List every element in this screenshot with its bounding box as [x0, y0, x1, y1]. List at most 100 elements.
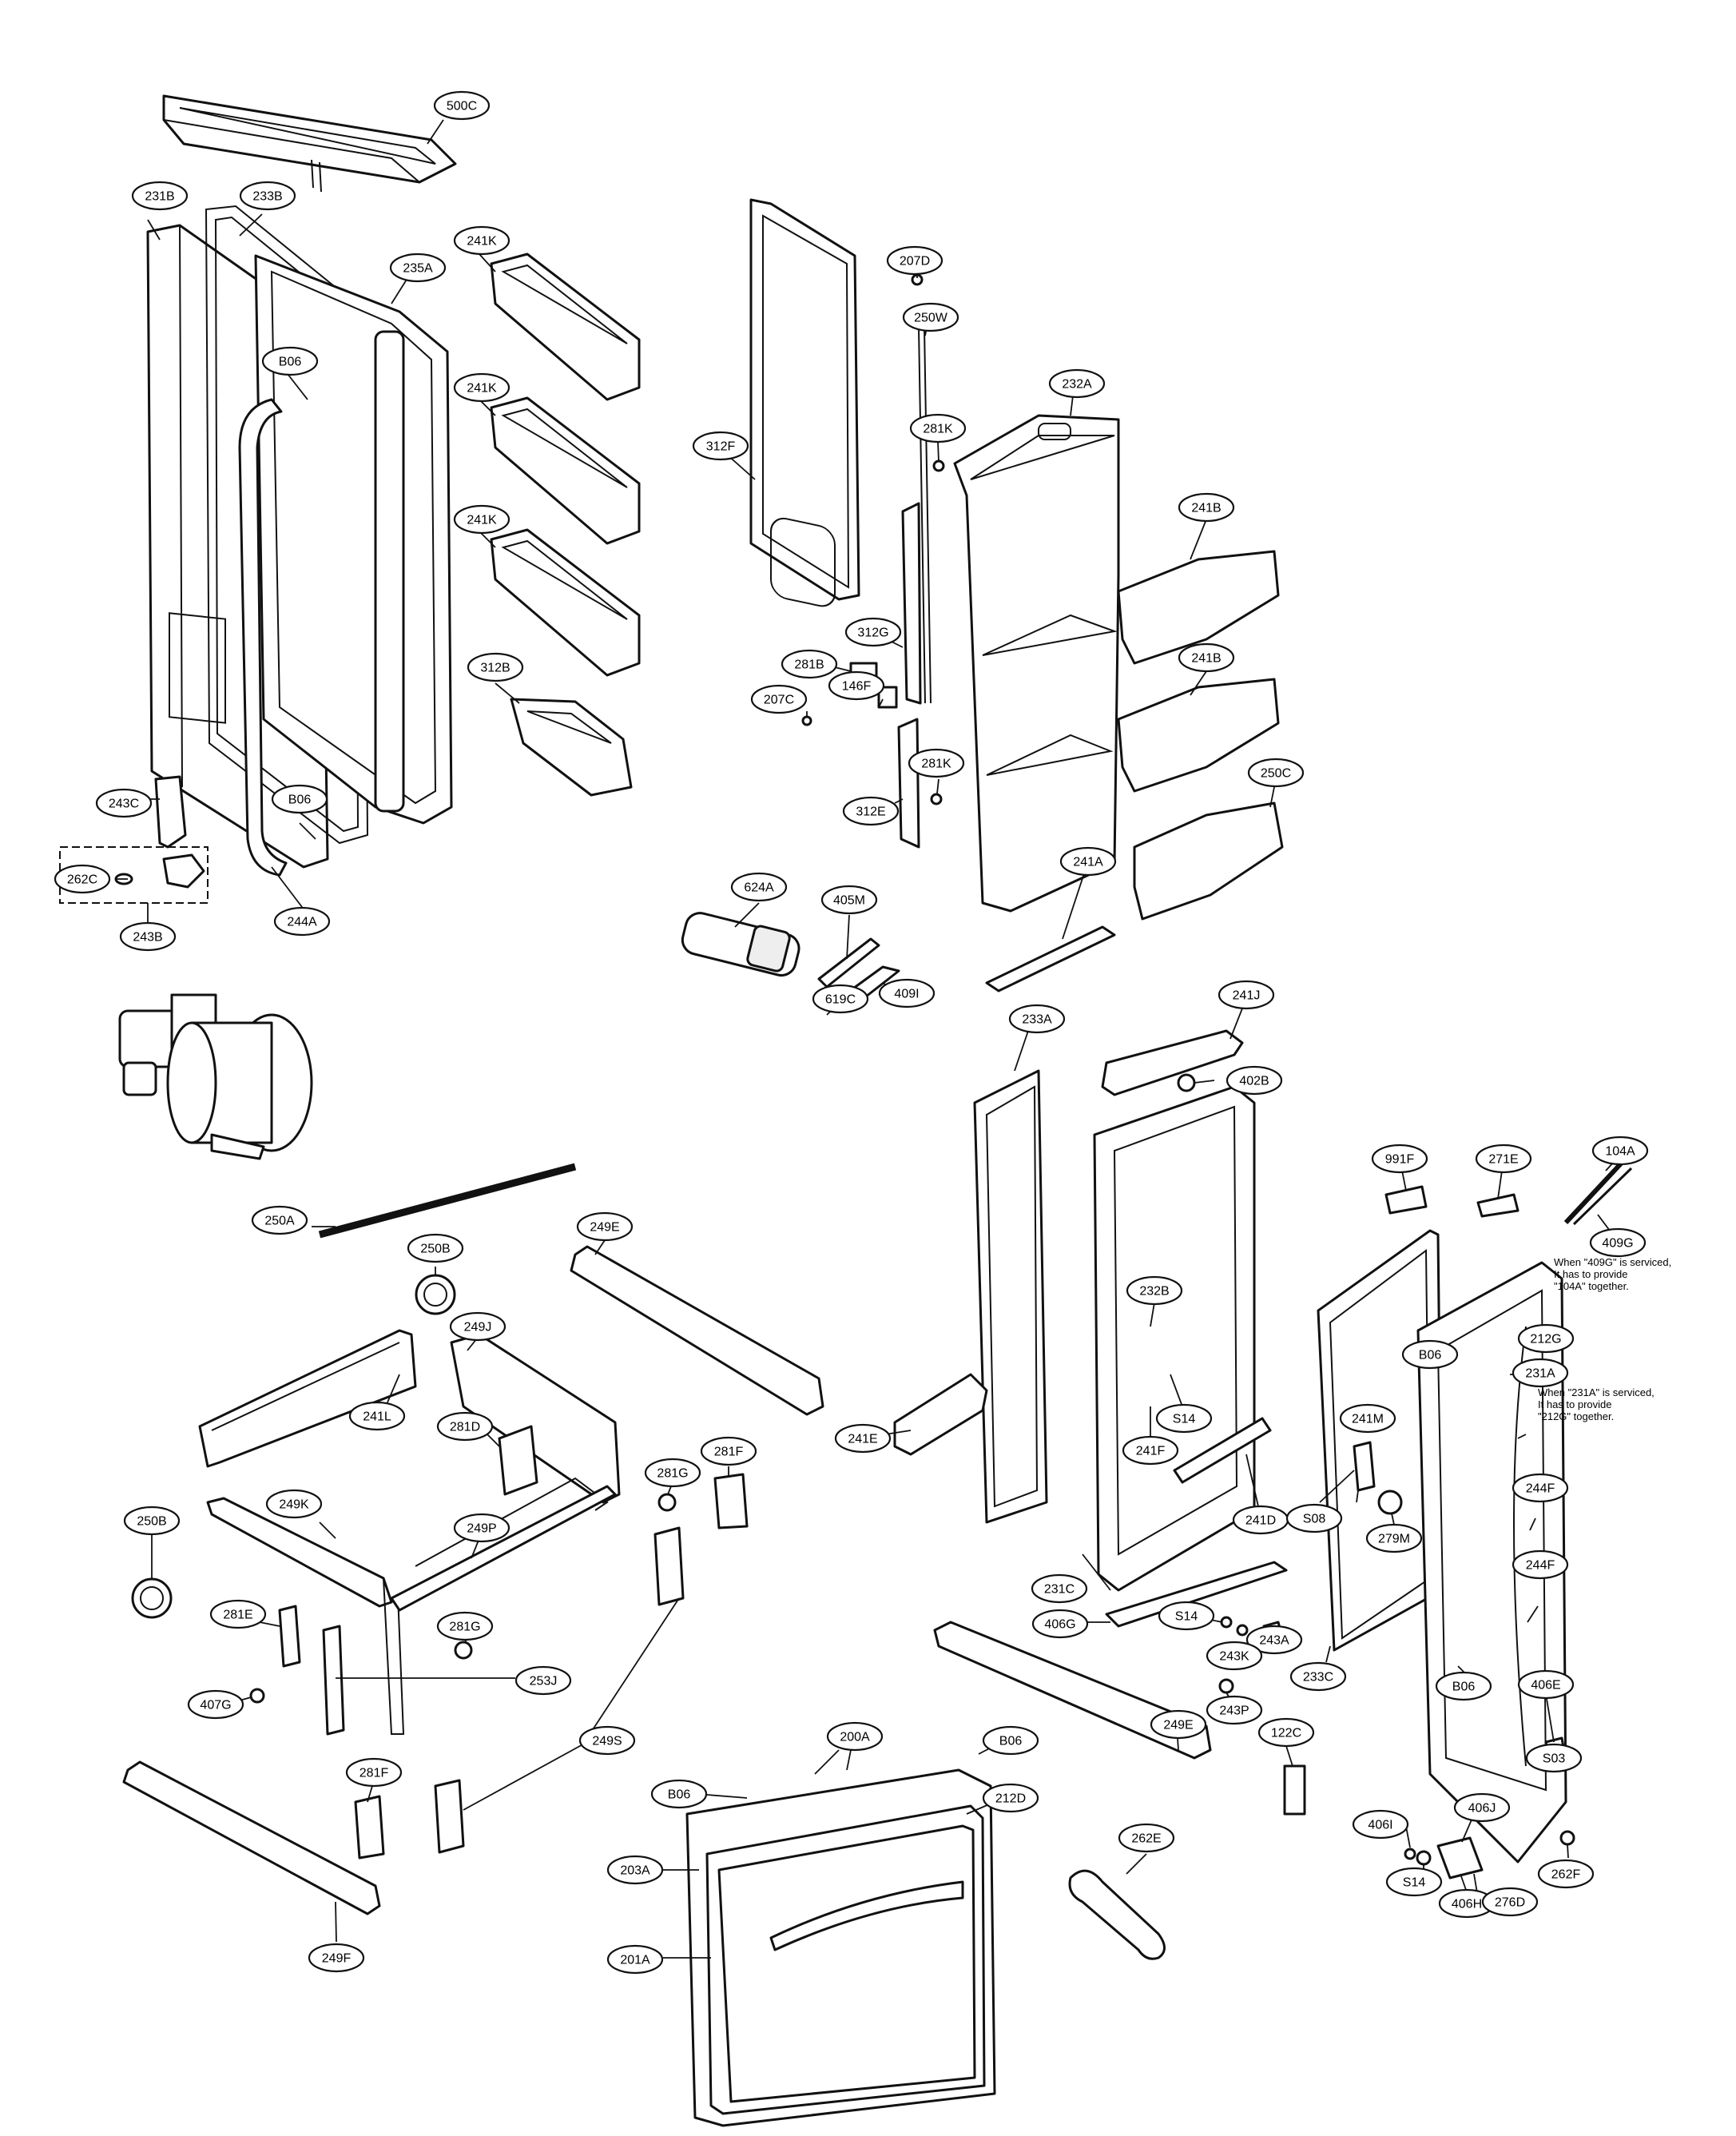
callout-label: 241M	[1352, 1413, 1384, 1426]
part-203A-201A-drawer-front	[705, 1804, 986, 2115]
callout-203a: 203A	[606, 1855, 664, 1885]
note-231A-line-3: "212G" together.	[1538, 1410, 1615, 1422]
callout-label: 409I	[894, 988, 919, 1001]
callout-label: 243A	[1259, 1634, 1289, 1648]
callout-bubble	[1008, 1004, 1066, 1034]
callout-b06c: B06	[1401, 1339, 1459, 1370]
part-253J-rail	[322, 1625, 345, 1736]
callout-label: 122C	[1271, 1727, 1301, 1740]
callout-label: 406H	[1452, 1898, 1482, 1911]
callout-bubble	[1150, 1709, 1207, 1740]
part-232A-door-liner	[953, 414, 1120, 913]
callout-label: 249J	[464, 1321, 492, 1335]
callout-212d: 212D	[982, 1783, 1039, 1813]
callout-label: 232B	[1139, 1285, 1169, 1299]
callout-label: 279M	[1378, 1533, 1410, 1546]
callout-label: S03	[1543, 1752, 1566, 1766]
callout-bubble	[1537, 1859, 1595, 1889]
callout-label: 232A	[1062, 378, 1092, 392]
callout-bubble	[828, 670, 885, 701]
callout-bubble	[1257, 1717, 1315, 1748]
callout-label: 271E	[1488, 1153, 1518, 1167]
callout-bubble	[844, 617, 902, 647]
part-241A-trim	[985, 925, 1116, 992]
callout-label: 249S	[592, 1735, 622, 1748]
callout-991f: 991F	[1371, 1144, 1428, 1174]
callout-bubble	[644, 1458, 701, 1488]
callout-bubble	[1031, 1609, 1089, 1639]
callout-label: 406J	[1468, 1802, 1496, 1816]
part-241M-279M	[1353, 1441, 1403, 1515]
callout-label: 241E	[848, 1433, 877, 1446]
callout-label: 249P	[467, 1522, 496, 1536]
callout-label: 231C	[1044, 1583, 1075, 1597]
callout-bubble	[1178, 642, 1235, 673]
callout-label: B06	[999, 1735, 1023, 1748]
part-991F-271E	[1384, 1185, 1519, 1218]
callout-405m: 405M	[820, 885, 878, 915]
callout-bubble	[1385, 1867, 1443, 1897]
callout-bubble	[1206, 1695, 1263, 1725]
callout-bubble	[908, 748, 965, 778]
callout-243k: 243K	[1206, 1641, 1263, 1671]
callout-406h: 406H	[1438, 1888, 1496, 1919]
callout-label: 241B	[1191, 502, 1221, 515]
callout-label: 207C	[764, 694, 794, 707]
callout-label: 241K	[467, 235, 497, 249]
callout-label: 281B	[794, 658, 824, 672]
callout-label: 233A	[1022, 1013, 1052, 1027]
part-312F-panel	[749, 198, 860, 607]
callout-bubble	[436, 1411, 494, 1442]
callout-619c: 619C	[812, 984, 869, 1014]
part-243C-bracket	[154, 775, 187, 849]
callout-bubble	[467, 652, 524, 682]
callout-231b: 231B	[131, 181, 189, 211]
callout-243b: 243B	[119, 921, 177, 952]
part-231C-door-frame	[1093, 1085, 1256, 1592]
callout-label: 249E	[590, 1221, 619, 1235]
callout-bubble	[348, 1401, 406, 1431]
callout-250a: 250A	[251, 1205, 308, 1235]
callout-bubble	[902, 302, 959, 332]
callout-label: 244A	[287, 916, 317, 929]
part-243B-hinge-group	[59, 846, 209, 904]
part-619C-valve	[118, 993, 313, 1160]
callout-label: 212D	[995, 1792, 1026, 1806]
callout-bubble	[389, 253, 447, 283]
callout-bubble	[1126, 1275, 1183, 1306]
callout-281g: 281G	[644, 1458, 701, 1488]
callout-label: 281K	[921, 758, 951, 771]
callout-241l: 241L	[348, 1401, 406, 1431]
callout-bubble	[1525, 1743, 1583, 1773]
callout-b06e: B06	[982, 1725, 1039, 1756]
callout-label: 250B	[420, 1243, 450, 1256]
callout-label: 243C	[109, 798, 139, 811]
callout-label: 241D	[1245, 1514, 1276, 1528]
callout-244a: 244A	[273, 906, 331, 937]
callout-label: 406G	[1044, 1618, 1075, 1632]
callout-label: 241A	[1073, 856, 1103, 869]
callout-bubble	[187, 1689, 244, 1720]
callout-bubble	[1122, 1435, 1179, 1466]
part-249K-frame	[206, 1497, 405, 1735]
part-241D-bracket	[1173, 1417, 1272, 1484]
callout-243a: 243A	[1245, 1625, 1303, 1655]
note-409G-line-2: It has to provide	[1554, 1268, 1628, 1280]
part-244A-handle	[238, 398, 288, 877]
part-312G-312E-strips	[897, 502, 922, 849]
callout-bubble	[407, 1233, 464, 1263]
callout-label: 249F	[322, 1952, 352, 1966]
callout-bubble	[1218, 980, 1275, 1010]
callout-bubble	[812, 984, 869, 1014]
part-241E-rail	[893, 1373, 988, 1456]
callout-241m: 241M	[1339, 1403, 1396, 1434]
part-249E-rail	[570, 1245, 824, 1416]
callout-label: 241B	[1191, 652, 1221, 666]
callout-label: 249K	[279, 1498, 309, 1512]
callout-bubble	[1371, 1144, 1428, 1174]
callout-label: S08	[1303, 1513, 1326, 1526]
callout-409g: 409G	[1589, 1227, 1647, 1258]
callout-bubble	[578, 1725, 636, 1756]
callout-bubble	[826, 1721, 884, 1752]
callout-bubble	[1517, 1323, 1575, 1354]
